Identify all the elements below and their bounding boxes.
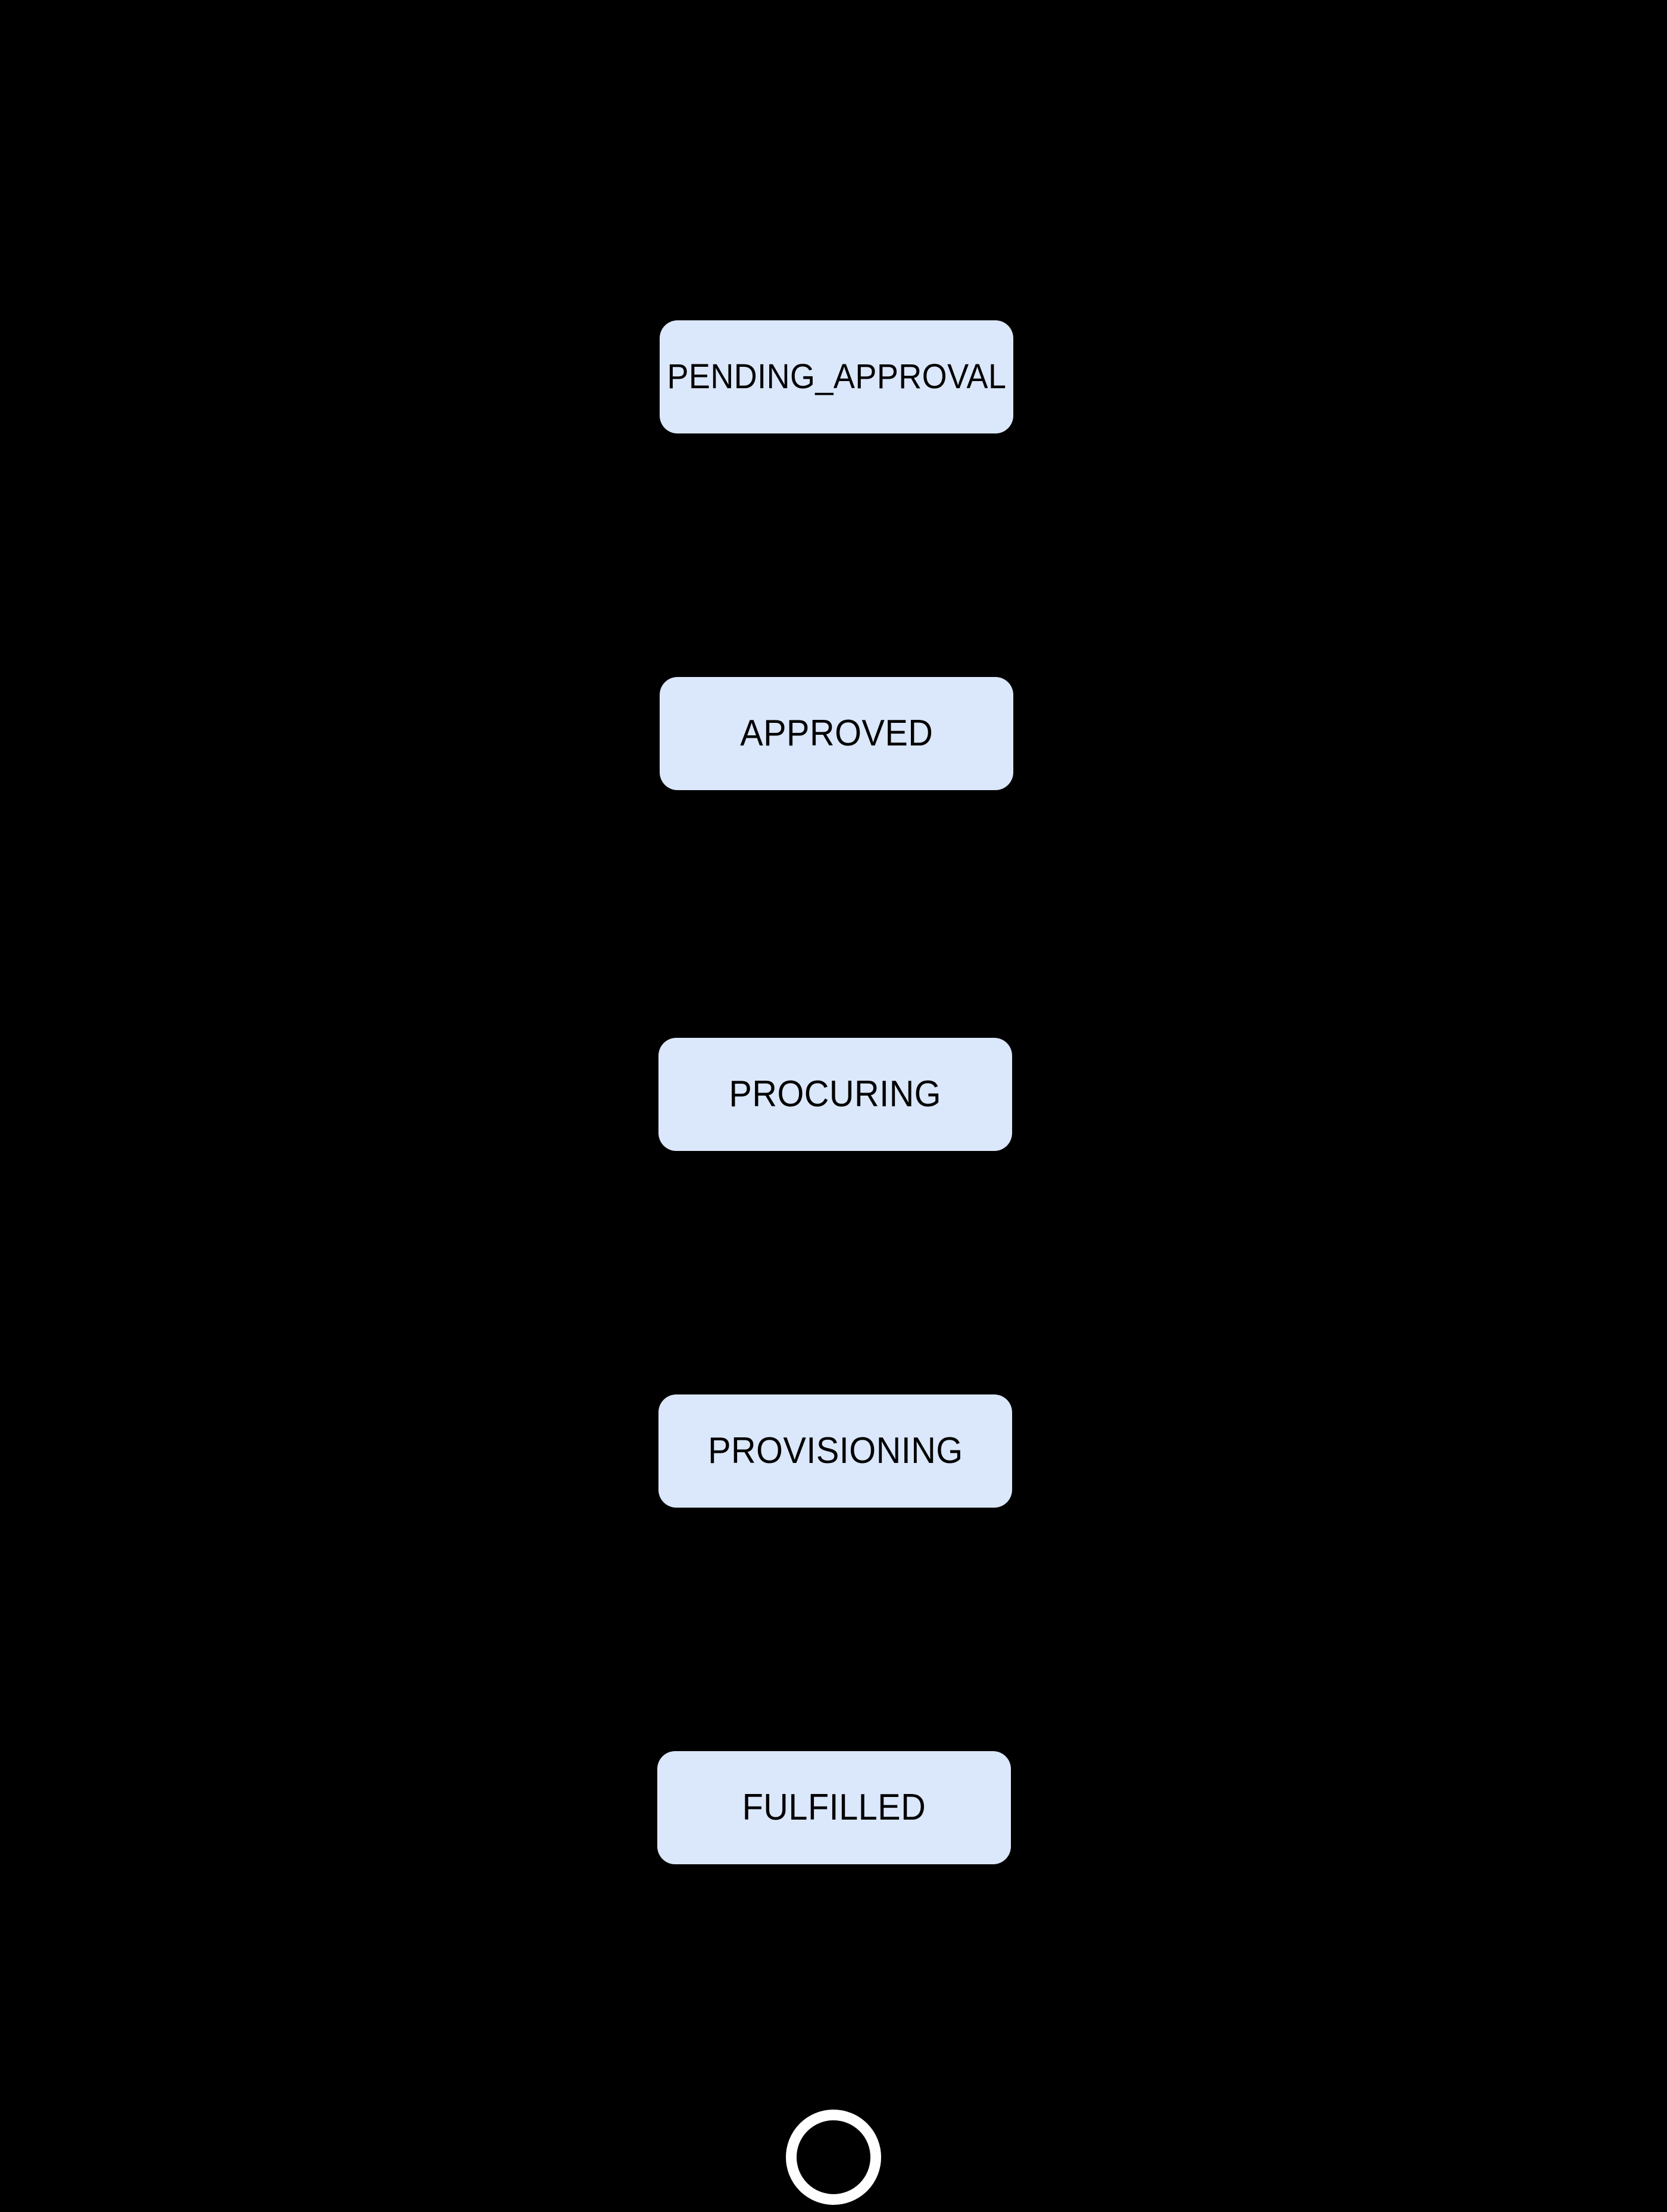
state-node-pending-approval[interactable]: PENDING_APPROVAL xyxy=(660,320,1013,433)
state-node-procuring[interactable]: PROCURING xyxy=(658,1038,1012,1151)
state-node-label: FULFILLED xyxy=(742,1787,926,1828)
state-node-provisioning[interactable]: PROVISIONING xyxy=(658,1394,1012,1508)
state-node-label: PROCURING xyxy=(729,1074,942,1115)
edge-fulfilled-to-end xyxy=(813,1864,857,2113)
end-state-circle-icon[interactable] xyxy=(786,2110,881,2205)
state-node-label: PROVISIONING xyxy=(707,1430,963,1471)
state-node-label: APPROVED xyxy=(739,713,934,754)
state-node-approved[interactable]: APPROVED xyxy=(660,677,1013,790)
state-node-label: PENDING_APPROVAL xyxy=(666,357,1007,396)
state-node-fulfilled[interactable]: FULFILLED xyxy=(657,1751,1011,1864)
